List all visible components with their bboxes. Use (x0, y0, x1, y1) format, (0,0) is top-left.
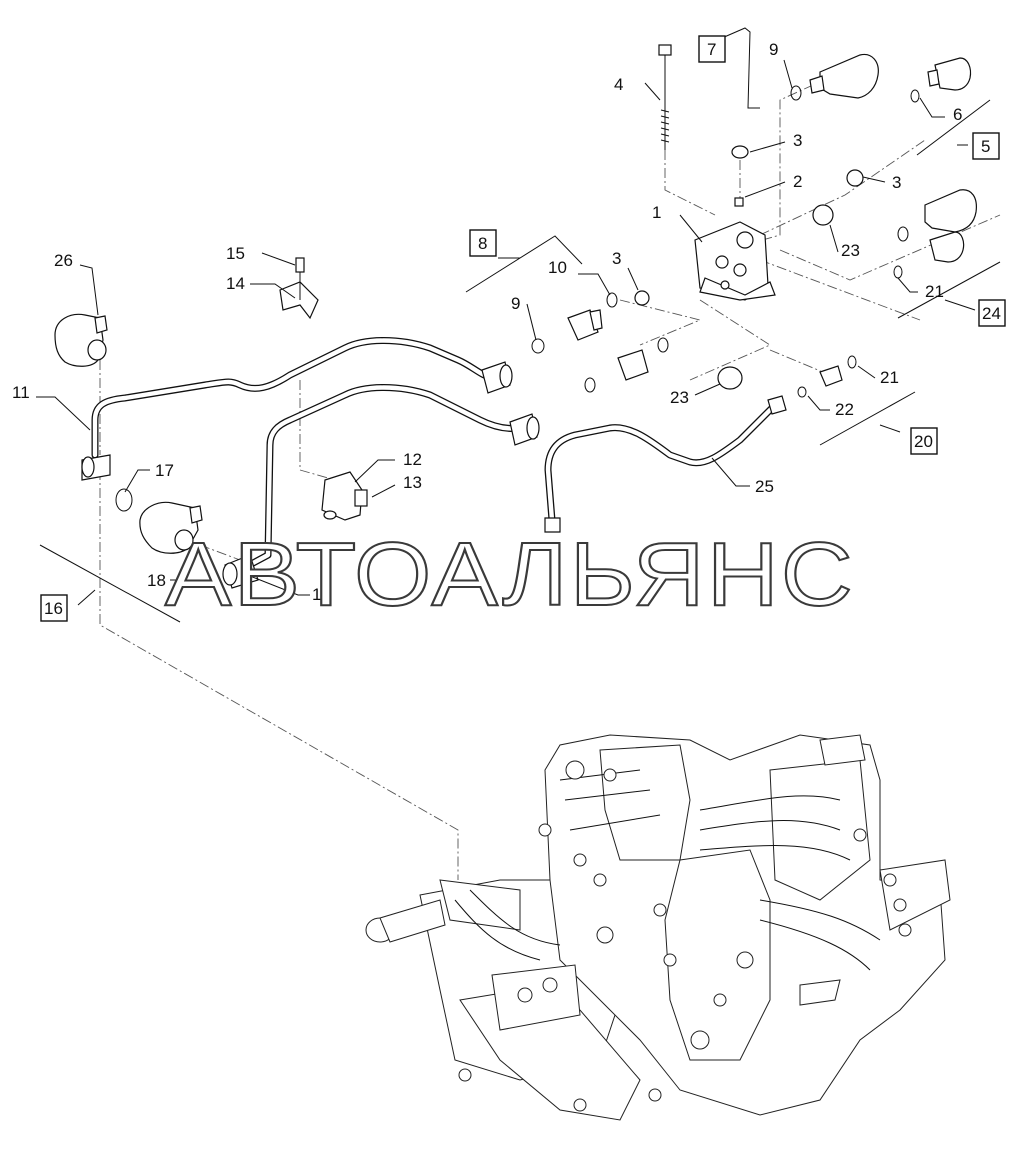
valve-assembly-background (365, 734, 951, 1121)
label-17: 17 (155, 461, 174, 480)
label-18: 18 (147, 571, 166, 590)
label-23-a: 23 (841, 241, 860, 260)
label-1: 1 (652, 203, 661, 222)
callout-labels: 7 5 8 24 20 16 1 2 3 3 3 3 4 6 9 9 10 11… (12, 40, 1001, 618)
label-15: 15 (226, 244, 245, 263)
clip-12 (321, 471, 363, 521)
boxed-label-7: 7 (707, 40, 716, 59)
pipe-nuts (81, 361, 787, 589)
label-9-a: 9 (769, 40, 778, 59)
label-3-b: 3 (892, 173, 901, 192)
label-3-c: 3 (612, 249, 621, 268)
label-10: 10 (548, 258, 567, 277)
label-2: 2 (793, 172, 802, 191)
clip-14 (279, 281, 319, 320)
boxed-label-20: 20 (914, 432, 933, 451)
boxed-label-5: 5 (981, 137, 990, 156)
fittings (54, 313, 203, 554)
label-3-a: 3 (793, 131, 802, 150)
label-22: 22 (835, 400, 854, 419)
coupler-top (819, 53, 879, 99)
couplers (531, 53, 977, 398)
boxed-label-8: 8 (478, 234, 487, 253)
label-14: 14 (226, 274, 245, 293)
label-25: 25 (755, 477, 774, 496)
boxed-callouts (40, 35, 1006, 622)
label-21-b: 21 (880, 368, 899, 387)
label-13: 13 (403, 473, 422, 492)
label-6: 6 (953, 105, 962, 124)
watermark-text: АВТОАЛЬЯНС (165, 525, 855, 625)
label-21-a: 21 (925, 282, 944, 301)
clips (279, 257, 368, 521)
boxed-label-16: 16 (44, 599, 63, 618)
leader-lines (36, 27, 1001, 623)
label-23-b: 23 (670, 388, 689, 407)
boxed-label-24: 24 (982, 304, 1001, 323)
label-19: 19 (312, 585, 331, 604)
pipes (91, 337, 779, 574)
label-12: 12 (403, 450, 422, 469)
coupler-mid (924, 189, 977, 233)
label-11: 11 (12, 383, 30, 402)
pipe-25 (544, 401, 779, 524)
label-9-b: 9 (511, 294, 520, 313)
label-26: 26 (54, 251, 73, 270)
label-4: 4 (614, 75, 623, 94)
valve-block (634, 44, 864, 390)
